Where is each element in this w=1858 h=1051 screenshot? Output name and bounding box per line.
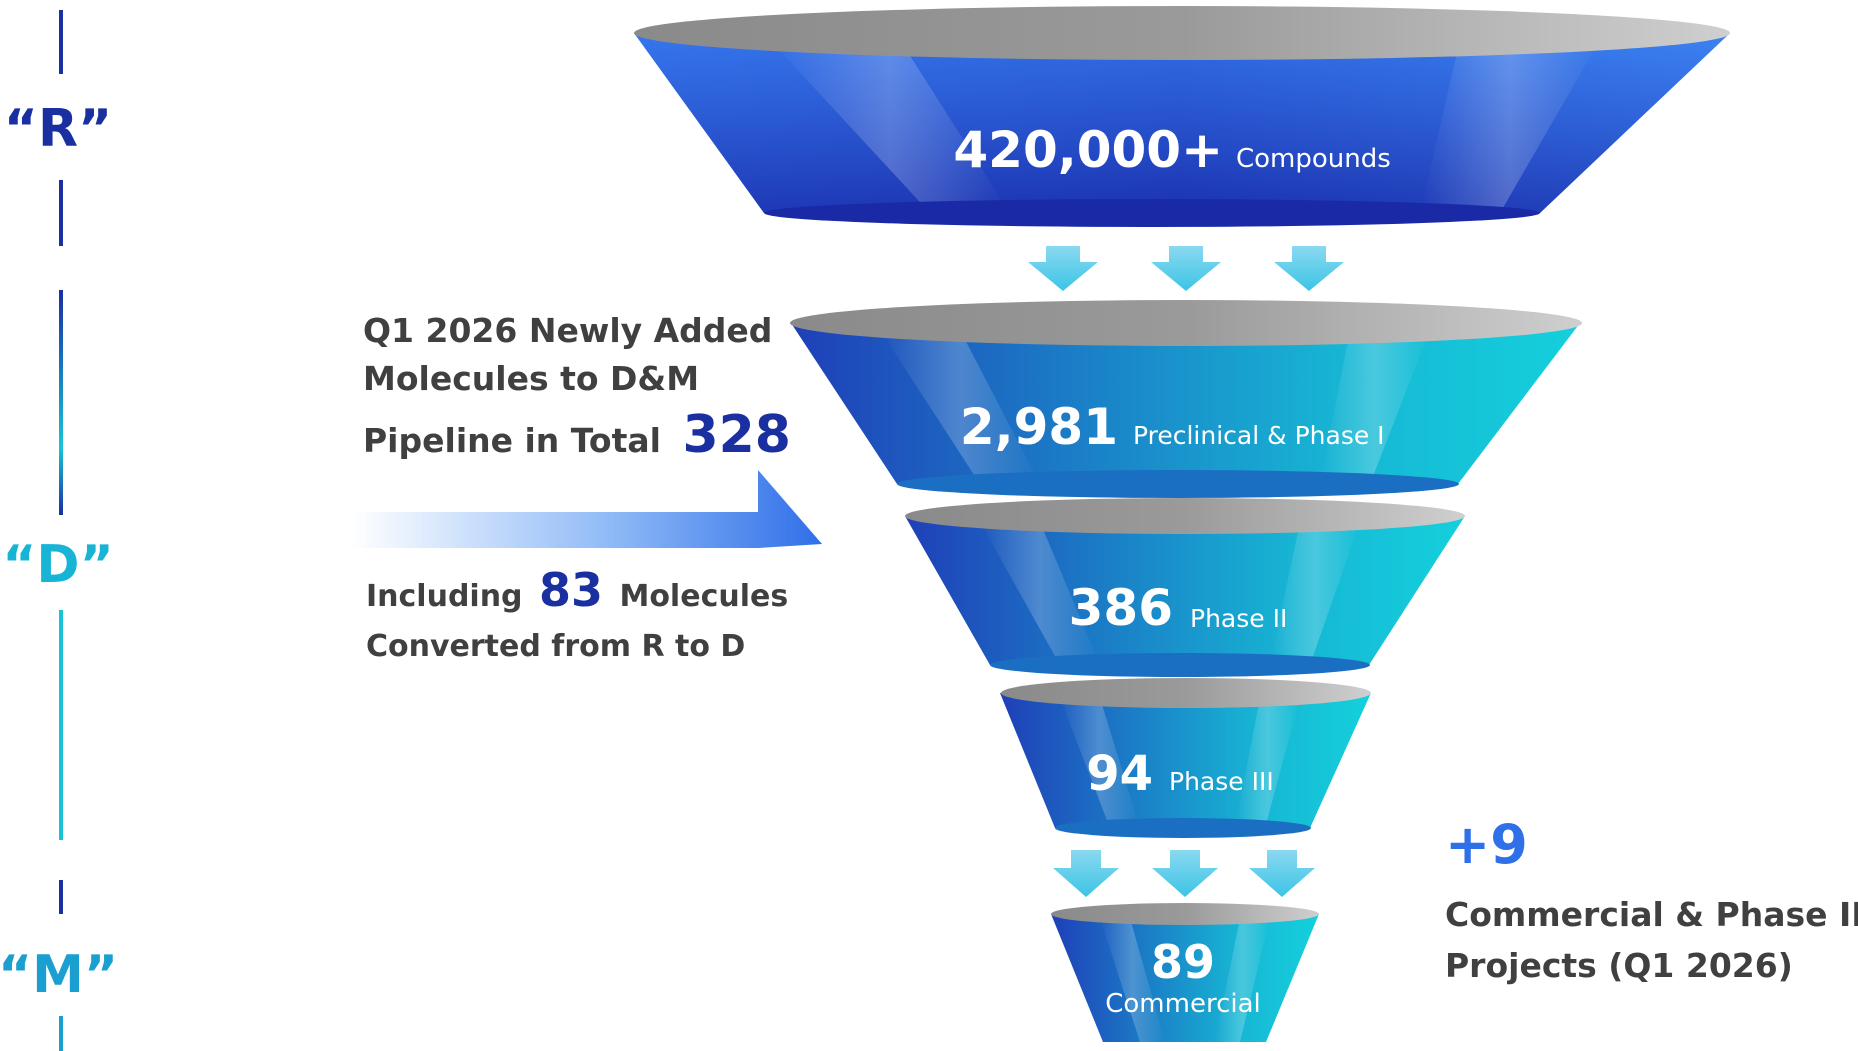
down-arrows-bottom xyxy=(1053,850,1315,897)
down-arrow-icon xyxy=(1249,850,1315,897)
funnel-band-phase-iii xyxy=(1000,678,1371,838)
stage-axis-segment xyxy=(59,180,63,246)
phase-ii-label: Phase II xyxy=(1190,604,1287,633)
commercial-count: 89 xyxy=(1151,935,1215,989)
converted-prefix: Including xyxy=(366,579,523,614)
converted-count: 83 xyxy=(539,563,603,617)
stage-letters: “R” “D” “M” xyxy=(0,99,118,1005)
stage-axis-segment xyxy=(59,880,63,914)
converted-note: Including 83 Molecules Converted from R … xyxy=(366,563,788,664)
phase-iii-count: 94 xyxy=(1086,746,1153,802)
down-arrow-icon xyxy=(1274,246,1344,291)
svg-text:420,000+: 420,000+ xyxy=(953,121,1223,179)
down-arrow-icon xyxy=(1152,850,1218,897)
preclinical-label: Preclinical & Phase I xyxy=(1133,421,1385,450)
commercial-delta-line1: Commercial & Phase III xyxy=(1445,895,1858,934)
commercial-delta-value: +9 xyxy=(1445,813,1528,876)
stage-m-label: “M” xyxy=(0,945,118,1005)
commercial-label: Commercial xyxy=(1105,989,1261,1019)
compounds-label: Compounds xyxy=(1236,144,1391,174)
funnel-band-phase-ii xyxy=(905,498,1465,677)
stage-axis-segment xyxy=(59,10,63,74)
stage-axis-segment xyxy=(59,610,63,840)
new-molecules-note: Q1 2026 Newly Added Molecules to D&M Pip… xyxy=(363,311,791,465)
preclinical-count: 2,981 xyxy=(960,398,1118,456)
new-molecules-line3: Pipeline in Total xyxy=(363,421,661,460)
svg-text:Pipeline in Total 328: Pipeline in Total 328 xyxy=(363,405,791,465)
stage-d-label: “D” xyxy=(2,535,114,595)
down-arrows-top xyxy=(1028,246,1344,291)
right-arrow-icon xyxy=(352,470,822,548)
new-molecules-line1: Q1 2026 Newly Added xyxy=(363,311,772,350)
commercial-delta-line2: Projects (Q1 2026) xyxy=(1445,946,1793,985)
converted-line2: Converted from R to D xyxy=(366,629,745,664)
stage-axis-segment xyxy=(59,290,63,515)
new-molecules-line2: Molecules to D&M xyxy=(363,359,699,398)
stage-axis-segment xyxy=(59,1016,63,1051)
funnel-band-compounds xyxy=(634,6,1730,227)
down-arrow-icon xyxy=(1151,246,1221,291)
down-arrow-icon xyxy=(1053,850,1119,897)
stage-r-label: “R” xyxy=(4,99,112,159)
new-molecules-total: 328 xyxy=(682,405,791,465)
phase-ii-count: 386 xyxy=(1069,579,1173,637)
stage-axis xyxy=(59,10,63,1051)
down-arrow-icon xyxy=(1028,246,1098,291)
compounds-count: 420,000+ xyxy=(953,121,1223,179)
converted-suffix: Molecules xyxy=(619,579,788,614)
funnel-labels: 420,000+ Compounds 2,981 Preclinical & P… xyxy=(953,121,1390,1019)
funnel-band-commercial xyxy=(1051,903,1319,1042)
funnel-band-preclinical xyxy=(790,300,1582,498)
phase-iii-label: Phase III xyxy=(1169,767,1274,796)
commercial-delta-note: +9 Commercial & Phase III Projects (Q1 2… xyxy=(1445,813,1858,985)
svg-text:Including 83 Molec: Including 83 Molecules xyxy=(366,563,788,617)
